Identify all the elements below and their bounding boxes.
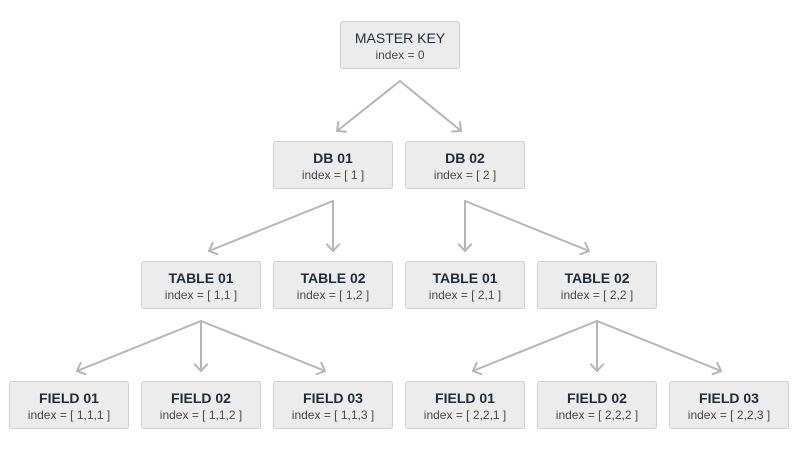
node-db-01: DB 01 index = [ 1 ]: [273, 141, 393, 189]
node-title: TABLE 01: [432, 270, 498, 286]
node-index: index = [ 1,1,2 ]: [159, 408, 243, 422]
node-field-2-2-3: FIELD 03 index = [ 2,2,3 ]: [669, 381, 789, 429]
arrowhead: [589, 363, 605, 372]
node-db-02: DB 02 index = [ 2 ]: [405, 141, 525, 189]
node-title: FIELD 03: [699, 390, 759, 406]
arrowhead: [711, 361, 723, 376]
node-field-2-2-1: FIELD 01 index = [ 2,2,1 ]: [405, 381, 525, 429]
arrowhead: [579, 241, 591, 256]
arrowhead: [207, 241, 219, 256]
connector-arrow: [336, 80, 401, 133]
node-index: index = [ 2,2,1 ]: [423, 408, 507, 422]
connector-arrow: [464, 200, 591, 256]
arrowhead: [451, 121, 463, 133]
node-index: index = [ 2,2,2 ]: [555, 408, 639, 422]
connector-arrow: [193, 320, 209, 372]
arrowhead: [336, 121, 347, 133]
node-title: MASTER KEY: [354, 30, 446, 46]
node-title: FIELD 03: [303, 390, 363, 406]
node-title: FIELD 02: [567, 390, 627, 406]
arrowhead: [75, 361, 87, 376]
node-title: FIELD 02: [171, 390, 231, 406]
node-master-key: MASTER KEY index = 0: [340, 21, 460, 69]
node-index: index = [ 2,1 ]: [428, 288, 502, 302]
node-title: FIELD 01: [435, 390, 495, 406]
arrowhead: [325, 243, 341, 252]
node-table-2-2: TABLE 02 index = [ 2,2 ]: [537, 261, 657, 309]
node-index: index = 0: [375, 48, 425, 62]
node-title: FIELD 01: [39, 390, 99, 406]
node-table-1-1: TABLE 01 index = [ 1,1 ]: [141, 261, 261, 309]
connector-arrow: [200, 320, 327, 376]
node-index: index = [ 1,2 ]: [296, 288, 370, 302]
connector-arrow: [207, 200, 334, 256]
connector-arrow: [471, 320, 598, 376]
node-title: TABLE 02: [564, 270, 630, 286]
node-index: index = [ 2,2 ]: [560, 288, 634, 302]
node-table-2-1: TABLE 01 index = [ 2,1 ]: [405, 261, 525, 309]
connector-arrow: [589, 320, 605, 372]
node-index: index = [ 1,1,1 ]: [27, 408, 111, 422]
node-index: index = [ 2,2,3 ]: [687, 408, 771, 422]
node-table-1-2: TABLE 02 index = [ 1,2 ]: [273, 261, 393, 309]
arrowhead: [457, 243, 473, 252]
node-index: index = [ 1 ]: [301, 168, 365, 182]
node-field-1-1-3: FIELD 03 index = [ 1,1,3 ]: [273, 381, 393, 429]
node-index: index = [ 2 ]: [433, 168, 497, 182]
node-field-1-1-1: FIELD 01 index = [ 1,1,1 ]: [9, 381, 129, 429]
arrowhead: [315, 361, 327, 376]
connector-arrow: [325, 200, 341, 252]
connector-arrow: [399, 80, 463, 133]
node-title: DB 01: [313, 150, 353, 166]
node-field-1-1-2: FIELD 02 index = [ 1,1,2 ]: [141, 381, 261, 429]
node-title: DB 02: [445, 150, 485, 166]
arrowhead: [471, 361, 483, 376]
node-index: index = [ 1,1 ]: [164, 288, 238, 302]
connector-arrow: [75, 320, 202, 376]
connector-arrow: [457, 200, 473, 252]
node-title: TABLE 01: [168, 270, 234, 286]
node-field-2-2-2: FIELD 02 index = [ 2,2,2 ]: [537, 381, 657, 429]
connector-arrow: [596, 320, 723, 376]
node-index: index = [ 1,1,3 ]: [291, 408, 375, 422]
node-title: TABLE 02: [300, 270, 366, 286]
arrowhead: [193, 363, 209, 372]
